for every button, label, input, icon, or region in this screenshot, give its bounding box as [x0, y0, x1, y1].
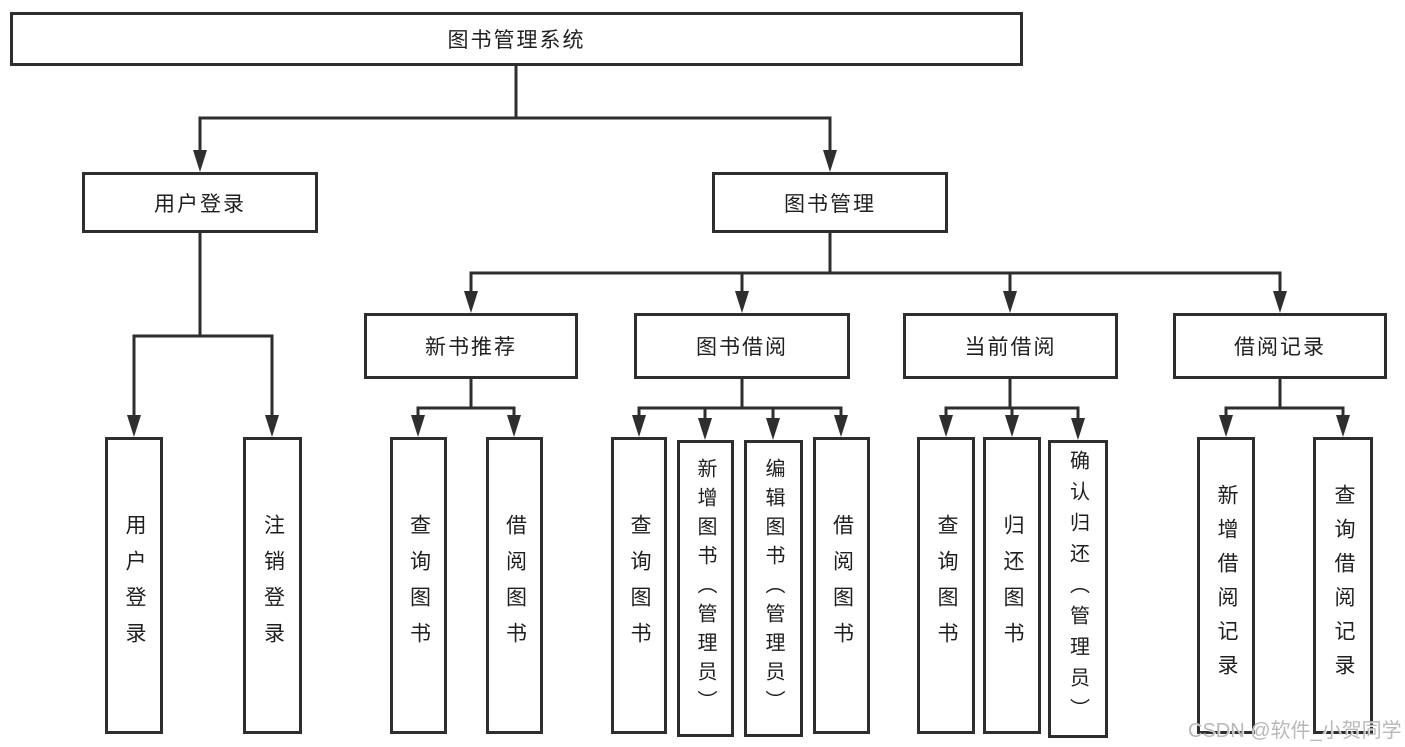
node-leaf-query-books-recommend: 查询图书	[390, 437, 447, 734]
node-leaf-borrow-books-recommend: 借阅图书	[486, 437, 543, 734]
node-current-borrow: 当前借阅	[903, 313, 1118, 379]
node-leaf-logout: 注销登录	[243, 437, 302, 734]
node-leaf-query-books-borrow: 查询图书	[611, 437, 667, 734]
node-book-borrow: 图书借阅	[634, 313, 850, 379]
node-leaf-edit-books-admin: 编辑图书（管理员）	[744, 440, 803, 737]
node-leaf-confirm-return-admin: 确认归还（管理员）	[1048, 440, 1108, 738]
node-leaf-query-borrow-record: 查询借阅记录	[1313, 437, 1373, 734]
node-new-book-recommend: 新书推荐	[364, 313, 578, 379]
node-leaf-add-books-admin: 新增图书（管理员）	[677, 440, 734, 737]
csdn-watermark: CSDN @软件_小贺同学	[1188, 720, 1402, 742]
node-book-management: 图书管理	[712, 172, 948, 233]
node-leaf-add-borrow-record: 新增借阅记录	[1197, 437, 1255, 734]
node-leaf-user-login: 用户登录	[105, 437, 163, 734]
node-leaf-borrow-books: 借阅图书	[813, 437, 870, 734]
node-leaf-query-books-current: 查询图书	[917, 437, 975, 734]
node-library-management-system: 图书管理系统	[10, 12, 1023, 66]
node-leaf-return-books: 归还图书	[983, 437, 1041, 734]
node-borrow-records: 借阅记录	[1173, 313, 1387, 379]
node-user-login: 用户登录	[82, 172, 318, 233]
